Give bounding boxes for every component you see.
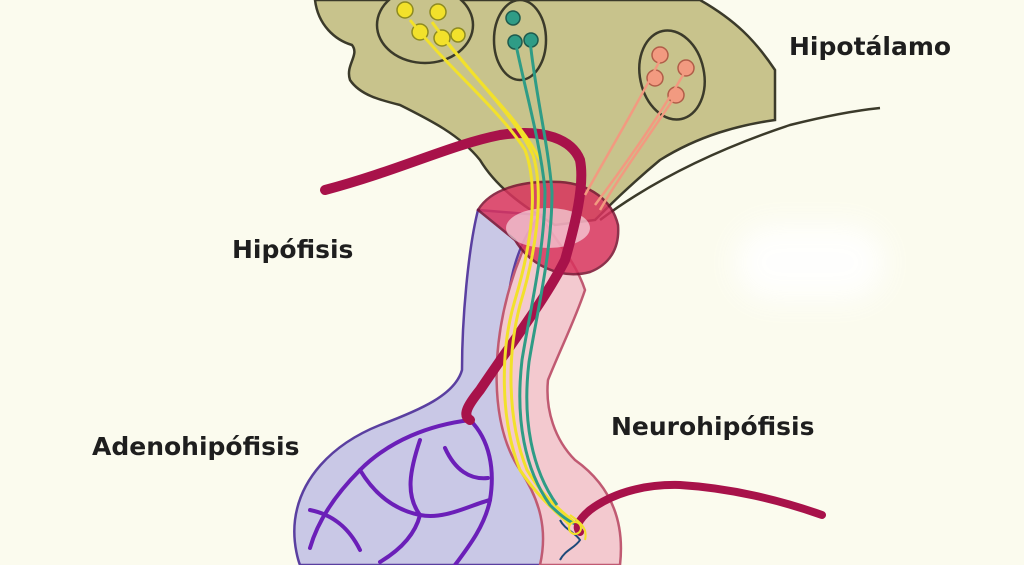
highlight-glow [735, 225, 885, 300]
yellow-fibers [408, 19, 576, 527]
label-adenohipofisis: Adenohipófisis [92, 432, 300, 461]
portal-vessel-network [308, 418, 494, 565]
superior-hypophyseal-artery [320, 127, 587, 425]
yellow-nucleus [375, 0, 475, 65]
inferior-hypophyseal-artery [573, 480, 826, 536]
nerve-terminals [559, 514, 587, 561]
teal-fibers [513, 39, 581, 527]
hypothalamus-contour [599, 106, 881, 222]
label-hipofisis: Hipófisis [232, 235, 354, 264]
label-neurohipofisis: Neurohipófisis [611, 412, 815, 441]
label-hipotalamo: Hipotálamo [789, 32, 952, 61]
salmon-fibers [583, 59, 688, 211]
